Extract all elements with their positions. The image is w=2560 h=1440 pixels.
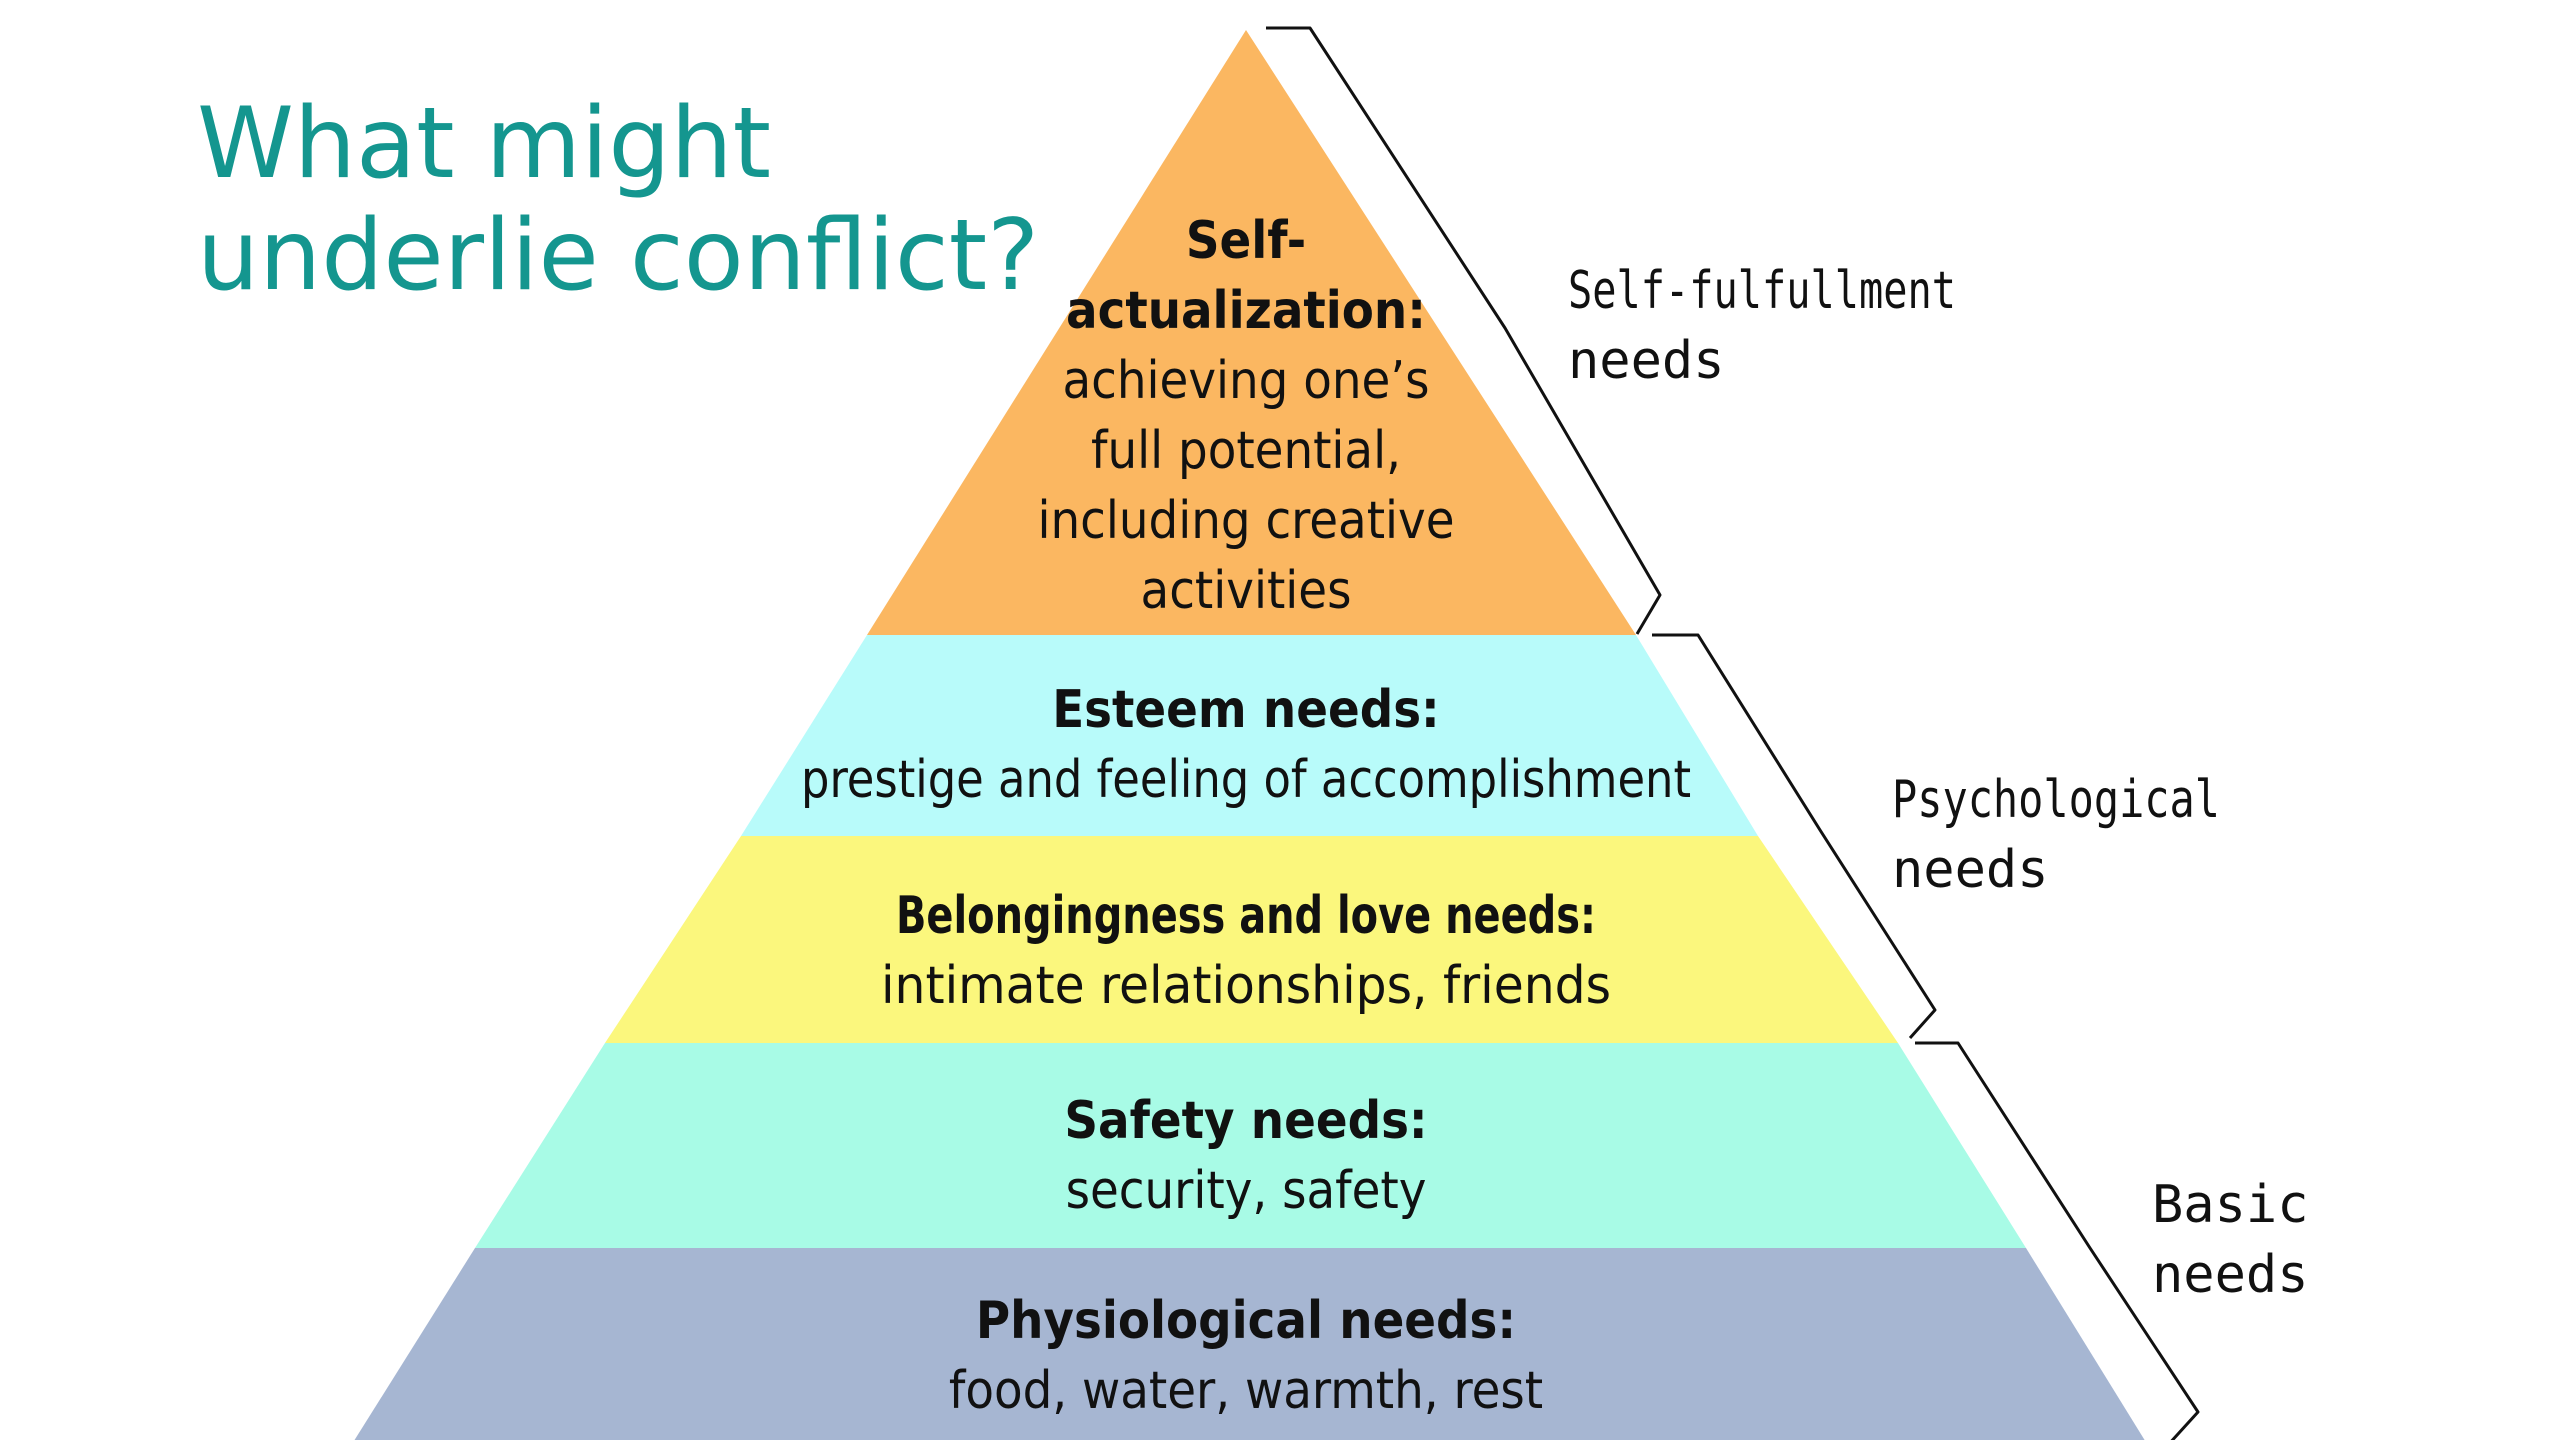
tier-self-actualization <box>867 30 1636 635</box>
esteem-text: prestige and feeling of accomplishment <box>801 750 1691 810</box>
safety-text: security, safety <box>1066 1161 1427 1221</box>
basic-label-line-2: needs <box>2152 1245 2309 1305</box>
self-actualization-text-2: full potential, <box>1091 421 1401 481</box>
slide-title: What might underlie conflict? <box>197 88 1039 312</box>
safety-heading: Safety needs: <box>1064 1091 1427 1151</box>
physiological-text: food, water, warmth, rest <box>949 1361 1543 1421</box>
self-actualization-heading-1: Self- <box>1186 211 1306 271</box>
tier-esteem <box>741 635 1758 836</box>
basic-bracket <box>1915 1041 2200 1440</box>
tier-physiological <box>354 1248 2145 1440</box>
belonging-text: intimate relationships, friends <box>881 956 1611 1016</box>
belonging-heading: Belongingness and love needs: <box>896 886 1596 946</box>
psychological-label-line-2: needs <box>1892 840 2049 900</box>
self-fulfillment-label-line-2: needs <box>1568 331 1725 391</box>
basic-label-line-1: Basic <box>2152 1175 2309 1235</box>
self-fulfillment-bracket <box>1266 26 1662 635</box>
tier-safety <box>475 1043 2026 1248</box>
esteem-heading: Esteem needs: <box>1052 680 1440 740</box>
tier-belonging <box>605 836 1898 1043</box>
self-actualization-text-4: activities <box>1141 561 1352 621</box>
self-fulfillment-label-line-1: Self-fulfullment <box>1568 261 1956 321</box>
psychological-label-line-1: Psychological <box>1892 770 2220 830</box>
self-actualization-text-1: achieving one’s <box>1062 351 1429 411</box>
self-actualization-heading-2: actualization: <box>1066 281 1426 341</box>
physiological-heading: Physiological needs: <box>976 1291 1516 1351</box>
slide-title-line-1: What might <box>197 87 772 201</box>
self-actualization-text-3: including creative <box>1037 491 1454 551</box>
slide-title-line-2: underlie conflict? <box>197 199 1040 313</box>
psychological-bracket <box>1652 633 1937 1039</box>
